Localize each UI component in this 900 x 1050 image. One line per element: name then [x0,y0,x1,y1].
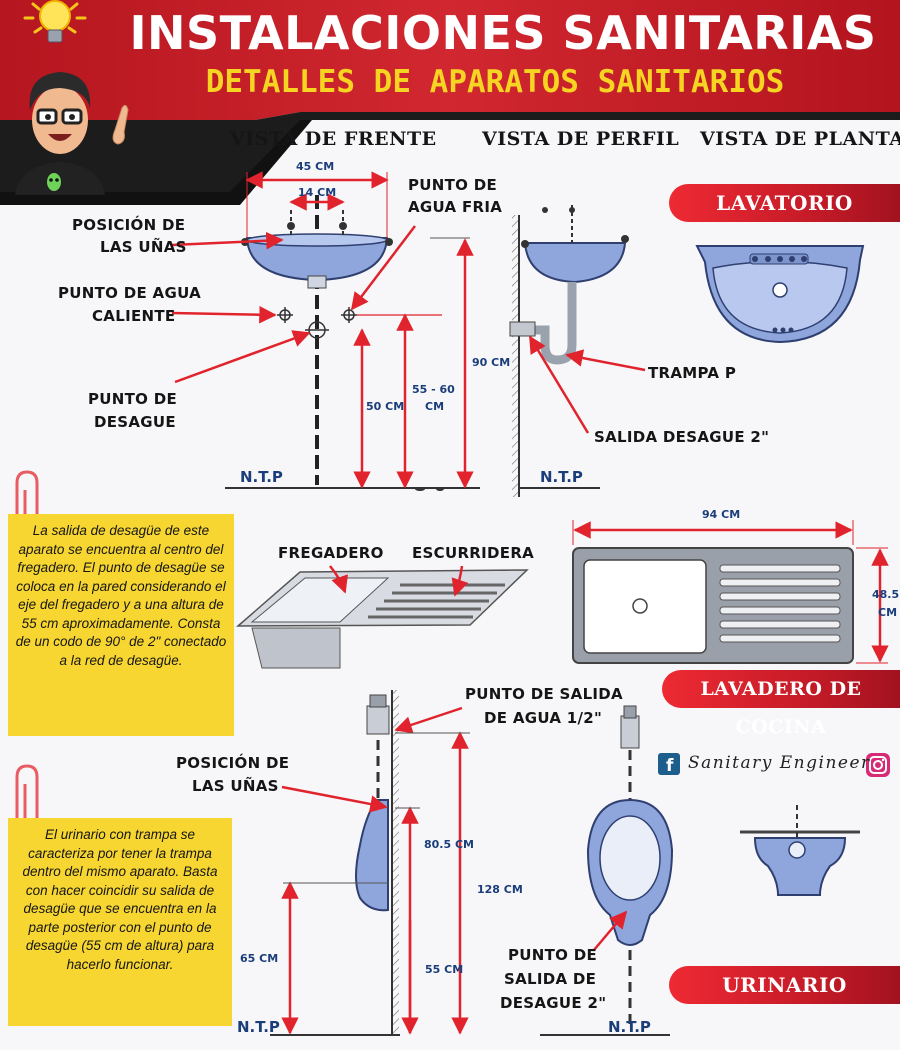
label-urinario-desague-2: SALIDA DE [504,970,597,988]
brand-name: Sanitary Engineer [688,753,871,773]
label-urinario-unas-1: POSICIÓN DE [176,754,290,772]
dim-65: 65 CM [240,952,279,965]
label-urinario-desague-3: DESAGUE 2" [500,994,607,1012]
dim-55-60-line1: 55 - 60 [412,383,455,396]
dim-90: 90 CM [472,356,511,369]
ntp-label-profile: N.T.P [540,468,583,486]
section-badge-urinario: URINARIO [669,966,900,1004]
avatar [15,72,129,195]
section-badge-lavatorio: LAVATORIO [669,184,900,222]
label-agua-fria-2: AGUA FRIA [408,198,503,216]
label-posicion-unas-2: LAS UÑAS [100,238,187,256]
label-posicion-unas-1: POSICIÓN DE [72,216,186,234]
section-badge-lavadero: LAVADERO DE COCINA [662,670,900,738]
dim-48-5-line2: CM [878,606,898,619]
dim-128: 128 CM [477,883,523,896]
label-trampa-p: TRAMPA P [648,364,737,382]
label-salida-desague: SALIDA DESAGUE 2" [594,428,770,446]
dim-55-60-line2: CM [425,400,445,413]
lavatorio-front-view [171,171,480,491]
lightbulb-icon [23,0,87,43]
lavatorio-profile-view [509,205,646,497]
label-agua-caliente-1: PUNTO DE AGUA [58,284,202,302]
label-salida-agua-1: PUNTO DE SALIDA [465,685,623,703]
svg-text:f: f [666,756,674,776]
label-desague-2: DESAGUE [94,413,176,431]
lavatorio-plan-view [695,245,865,344]
label-agua-caliente-2: CALIENTE [92,307,176,325]
urinario-plan-view [740,805,860,896]
label-urinario-desague-1: PUNTO DE [508,946,598,964]
urinario-front-view [540,705,674,1036]
label-urinario-unas-2: LAS UÑAS [192,777,279,795]
label-fregadero: FREGADERO [278,544,384,562]
view-title-profile: VISTA DE PERFIL [482,128,680,150]
urinario-profile-view [270,690,470,1036]
dim-55-urinario: 55 CM [425,963,464,976]
view-title-plan: VISTA DE PLANTA [700,128,900,150]
ntp-label-front: N.T.P [240,468,283,486]
page-subtitle: DETALLES DE APARATOS SANITARIOS [205,64,785,100]
page-title: INSTALACIONES SANITARIAS [129,6,877,60]
dim-50: 50 CM [366,400,405,413]
lavadero-perspective [235,565,529,669]
ntp-label-urinario-profile: N.T.P [237,1018,280,1036]
dim-48-5-line1: 48.5 [872,588,900,601]
label-desague-1: PUNTO DE [88,390,178,408]
note-lavadero: La salida de desagüe de este aparato se … [8,514,234,736]
note-urinario: El urinario con trampa se caracteriza po… [8,818,232,1026]
view-title-front: VISTA DE FRENTE [230,128,437,150]
dim-taps-14: 14 CM [298,186,337,199]
header-band [0,0,900,205]
dim-80-5: 80.5 CM [424,838,474,851]
instagram-icon [866,753,890,777]
dim-94: 94 CM [702,508,741,521]
label-agua-fria-1: PUNTO DE [408,176,498,194]
label-escurridera: ESCURRIDERA [412,544,535,562]
lavadero-plan-view [572,520,889,664]
facebook-icon: f [658,753,680,776]
label-salida-agua-2: DE AGUA 1/2" [484,709,603,727]
ntp-label-urinario-front: N.T.P [608,1018,651,1036]
dim-width-45: 45 CM [296,160,335,173]
